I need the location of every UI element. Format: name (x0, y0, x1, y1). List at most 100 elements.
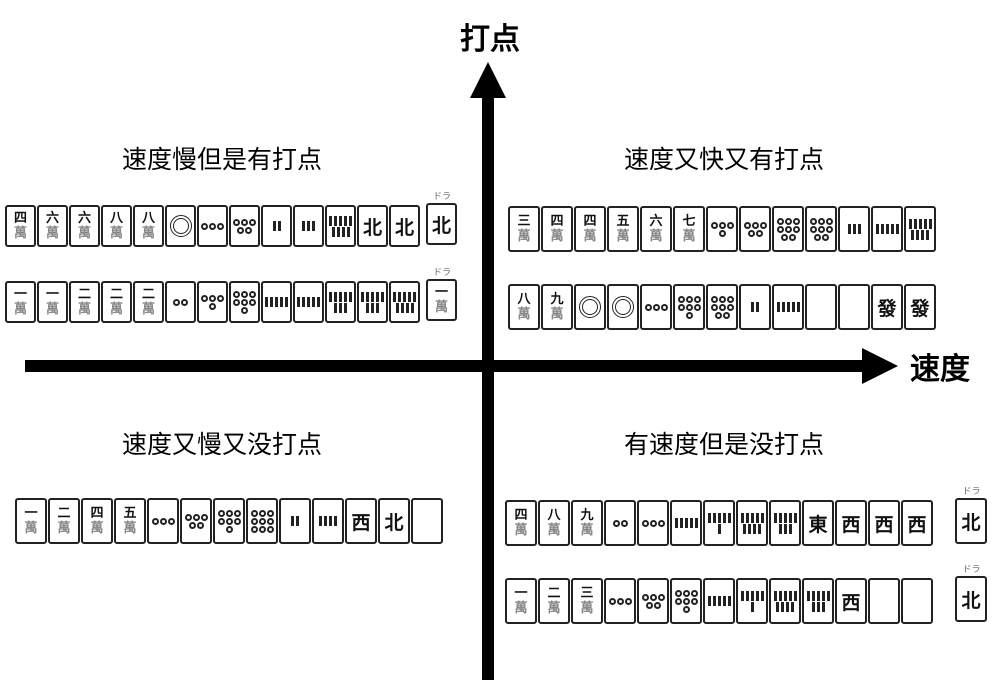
dora-indicator: ドラ北 (955, 562, 988, 622)
pin-icon (674, 589, 682, 597)
bamboo-icon (324, 516, 327, 526)
tile-man-suffix: 萬 (24, 520, 38, 536)
mahjong-tile-3p (604, 578, 636, 624)
bamboo-icon (743, 523, 746, 534)
bamboo-icon (875, 224, 879, 234)
bamboo-icon (684, 518, 688, 528)
pin-icon (608, 597, 616, 605)
pin-icon (151, 517, 159, 525)
pin-icon (682, 589, 690, 597)
tile-man-suffix: 萬 (77, 225, 91, 241)
pin-icon (233, 290, 240, 298)
bamboo-icon (791, 601, 794, 612)
quadrant-title-bottom-right: 有速度但是没打点 (624, 430, 825, 459)
pin-icon (217, 294, 224, 302)
pin-icon (645, 601, 653, 609)
bamboo-icon (707, 596, 711, 606)
mahjong-tile-9s (389, 281, 420, 323)
pin-icon (644, 303, 652, 311)
tile-man-suffix: 萬 (90, 520, 104, 536)
bamboo-icon (756, 302, 759, 312)
bamboo-icon-group (706, 596, 732, 606)
tile-honor: 西 (907, 513, 927, 536)
tile-man-suffix: 萬 (514, 522, 528, 538)
bamboo-icon (381, 291, 384, 302)
tile-number: 三 (580, 585, 594, 601)
pin-icon (241, 298, 248, 306)
bamboo-icon (773, 512, 777, 523)
bamboo-icon (751, 302, 754, 312)
pin-icon (780, 233, 788, 241)
pin-icon (612, 519, 620, 527)
pin-icon-group (808, 217, 834, 241)
dora-label: ドラ (962, 487, 981, 497)
bamboo-icon (336, 226, 340, 237)
tile-number: 八 (141, 210, 155, 226)
bamboo-icon (329, 291, 332, 302)
pin-icon (159, 517, 167, 525)
bamboo-icon (317, 297, 320, 307)
mahjong-tile-N: 北 (389, 205, 420, 247)
bamboo-icon (376, 291, 379, 302)
bamboo-icon (786, 302, 790, 312)
mahjong-tile-4m: 四萬 (505, 500, 537, 546)
bamboo-icon (918, 218, 922, 229)
bamboo-icon (307, 297, 310, 307)
mahjong-tile-P (868, 578, 900, 624)
tile-honor: 北 (362, 216, 382, 239)
bamboo-icon (413, 291, 416, 302)
bamboo-icon-group (296, 297, 322, 307)
pin-icon (714, 311, 722, 319)
pin-icon (250, 525, 258, 533)
pin-icon (825, 225, 833, 233)
mahjong-tile-W: 西 (345, 498, 377, 544)
mahjong-tile-2s (279, 498, 311, 544)
pin-icon-group (709, 221, 735, 237)
bamboo-icon (329, 215, 332, 226)
bamboo-icon-group (907, 218, 933, 240)
pin-icon (792, 225, 800, 233)
pin-icon (821, 233, 829, 241)
bamboo-icon (376, 302, 379, 313)
bamboo-icon-group (739, 590, 765, 612)
pin-icon (241, 290, 248, 298)
tile-number: 四 (514, 507, 528, 523)
bamboo-icon-group (775, 302, 801, 312)
bamboo-icon (400, 302, 404, 313)
pin-icon (718, 229, 726, 237)
pin-icon-group (676, 295, 702, 319)
pin-icon (726, 303, 734, 311)
tile-man-suffix: 萬 (550, 306, 564, 322)
pin-icon (181, 298, 188, 306)
bamboo-icon (821, 601, 825, 612)
bamboo-icon (272, 221, 276, 231)
bamboo-icon (740, 512, 744, 523)
pin-icon (788, 233, 796, 241)
pin-icon (233, 298, 240, 306)
tile-number: 二 (57, 505, 71, 521)
tile-man-suffix: 萬 (514, 600, 528, 616)
pin-icon (241, 218, 248, 226)
dora-indicator: ドラ北 (955, 484, 988, 544)
pin-icon (169, 215, 192, 237)
bamboo-icon (393, 291, 396, 302)
bamboo-icon (366, 302, 369, 313)
mahjong-tile-1m: 一萬 (37, 281, 68, 323)
tile-number: 一 (514, 585, 528, 601)
vertical-axis (482, 90, 494, 680)
bamboo-icon (778, 590, 782, 601)
bamboo-icon (926, 229, 929, 240)
bamboo-icon (755, 590, 759, 601)
pin-icon (258, 517, 266, 525)
tile-man-suffix: 萬 (13, 301, 27, 317)
pin-icon (266, 509, 274, 517)
quadrant-title-top-left: 速度慢但是有打点 (122, 145, 323, 174)
bamboo-icon (405, 302, 409, 313)
mahjong-tile-5s (261, 281, 292, 323)
mahjong-tile-N: 北 (955, 498, 987, 544)
pin-icon-group (183, 513, 209, 529)
tile-man-suffix: 萬 (109, 225, 123, 241)
pin-icon (217, 222, 224, 230)
mahjong-tile-2m: 二萬 (538, 578, 570, 624)
mahjong-tile-4m: 四萬 (541, 206, 573, 252)
